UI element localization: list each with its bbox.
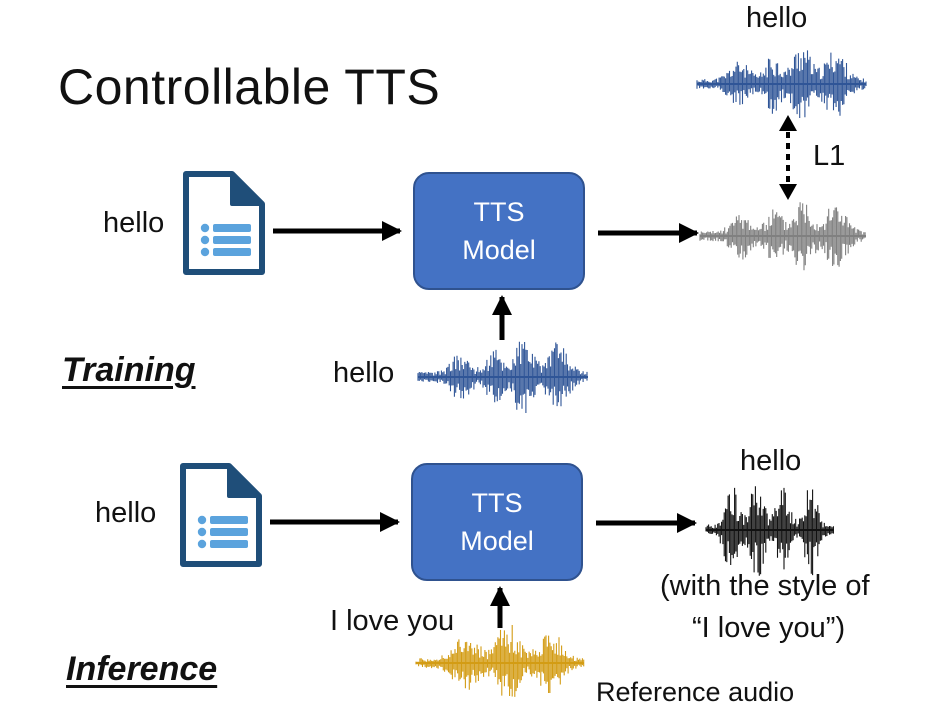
page-title: Controllable TTS xyxy=(58,59,441,115)
inference-document-icon xyxy=(180,463,262,567)
training-model-line1: TTS xyxy=(473,197,525,227)
training-reference-waveform xyxy=(417,341,588,413)
training-tts-model: TTS Model xyxy=(413,172,585,290)
training-target-text: hello xyxy=(746,2,808,34)
training-model-line2: Model xyxy=(462,235,536,265)
inference-model-line2: Model xyxy=(460,526,534,556)
inference-model-line1: TTS xyxy=(471,488,523,518)
reference-audio-caption: Reference audio xyxy=(596,677,795,707)
inference-output-text: hello xyxy=(740,445,802,477)
training-reference-text: hello xyxy=(333,357,395,389)
inference-output-note-line1: (with the style of xyxy=(660,570,870,602)
inference-section-label: Inference xyxy=(66,650,218,688)
training-document-icon xyxy=(183,171,265,275)
training-generated-waveform xyxy=(699,202,866,271)
loss-label: L1 xyxy=(813,140,846,172)
inference-input-text: hello xyxy=(95,497,157,529)
inference-reference-text: I love you xyxy=(330,605,455,637)
l1-loss-arrow xyxy=(779,115,797,200)
training-section-label: Training xyxy=(62,351,196,389)
inference-tts-model: TTS Model xyxy=(411,463,583,581)
inference-output-note-line2: “I love you”) xyxy=(692,612,846,644)
training-input-text: hello xyxy=(103,207,165,239)
inference-output-waveform xyxy=(705,486,834,576)
wf-gold-trace xyxy=(415,625,585,697)
inference-reference-waveform xyxy=(415,625,585,697)
training-target-waveform xyxy=(696,50,867,118)
